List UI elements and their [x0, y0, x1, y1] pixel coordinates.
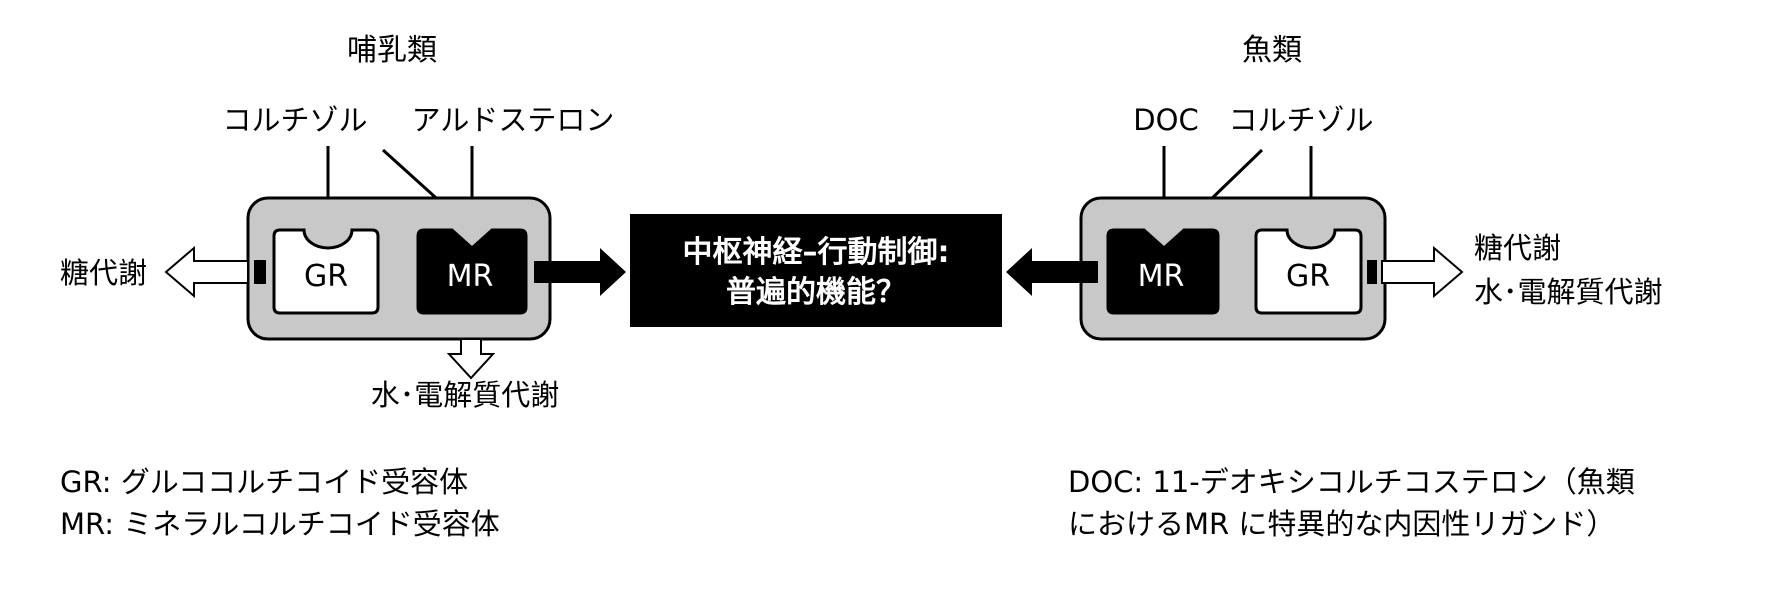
- legend-mr: MR: ミネラルコルチコイド受容体: [60, 507, 500, 541]
- fish-output-line1: 糖代謝: [1474, 231, 1561, 265]
- fish-output-line2: 水･電解質代謝: [1474, 275, 1663, 309]
- mammal-heading: 哺乳類: [347, 33, 437, 68]
- mammal-ligand-cortisol: コルチゾル: [222, 103, 367, 137]
- fish-mr-receptor: [1106, 228, 1220, 315]
- mammal-mr-receptor: [416, 228, 528, 315]
- center-function-box: [630, 214, 1002, 327]
- mammal-gr-output-stub: [254, 260, 266, 284]
- mammal-to-center-arrow: [534, 248, 626, 296]
- mammal-ligand-aldosterone: アルドステロン: [412, 103, 615, 137]
- fish-ligand-cortisol: コルチゾル: [1228, 103, 1373, 137]
- mammal-gr-label: GR: [304, 259, 348, 294]
- center-line2: 普遍的機能？: [726, 275, 906, 310]
- mammal-mr-label: MR: [447, 259, 494, 294]
- fish-heading: 魚類: [1242, 33, 1302, 68]
- legend-gr: GR: グルココルチコイド受容体: [60, 465, 468, 499]
- fish-ligand-doc: DOC: [1133, 103, 1198, 137]
- fish-gr-receptor: [1254, 228, 1363, 315]
- mammal-mr-output-arrow: [446, 338, 496, 380]
- fish-gr-output-stub: [1367, 260, 1377, 284]
- legend-doc-line2: におけるMR に特異的な内因性リガンド）: [1068, 507, 1615, 541]
- mammal-gr-receptor: [272, 228, 380, 315]
- fish-to-center-arrow: [1006, 248, 1098, 296]
- legend-doc-line1: DOC: 11-デオキシコルチコステロン（魚類: [1068, 465, 1635, 499]
- center-line1: 中枢神経–行動制御:: [683, 235, 950, 270]
- mammal-mr-output-label: 水･電解質代謝: [371, 378, 560, 412]
- fish-gr-output-arrow: [1381, 245, 1464, 299]
- mammal-gr-output-arrow: [164, 245, 249, 299]
- fish-mr-label: MR: [1138, 259, 1185, 294]
- fish-gr-label: GR: [1286, 259, 1330, 294]
- mammal-gr-output-label: 糖代謝: [60, 256, 147, 290]
